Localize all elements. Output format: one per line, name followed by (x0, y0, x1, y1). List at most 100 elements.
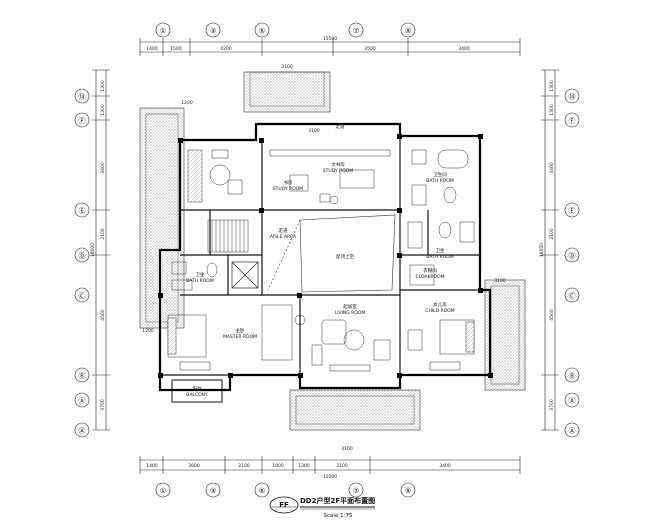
svg-text:⑭: ⑭ (569, 93, 576, 101)
svg-text:Ⓐ: Ⓐ (569, 427, 576, 435)
top-axis-bubbles (155, 22, 416, 38)
svg-text:3100: 3100 (281, 64, 293, 70)
living-furniture (294, 314, 391, 372)
top-dimension-1: 1400 (146, 46, 158, 52)
left-axis-labels: ⑭ Ⓕ Ⓔ Ⓓ Ⓒ Ⓑ Ⓐ Ⓐ (79, 93, 86, 435)
svg-text:4500: 4500 (549, 309, 555, 321)
terraces (139, 71, 526, 431)
svg-text:⑦: ⑦ (353, 487, 359, 495)
svg-text:Ⓐ: Ⓐ (79, 397, 86, 405)
top-axis-label-1: ① (160, 27, 166, 35)
top-dimension-3: 4200 (220, 46, 232, 52)
study-furniture (187, 149, 391, 205)
svg-text:1800: 1800 (272, 463, 284, 469)
svg-text:AISLE AREA: AISLE AREA (270, 234, 297, 240)
child-labels: 女儿房 CHILD ROOM (425, 301, 454, 314)
top-dimension-5: 3400 (458, 46, 470, 52)
svg-text:1300: 1300 (549, 80, 555, 92)
svg-text:Ⓒ: Ⓒ (79, 292, 86, 300)
svg-text:2100: 2100 (549, 228, 555, 240)
svg-text:Ⓑ: Ⓑ (569, 372, 576, 380)
top-total-dimension: 15500 (323, 36, 337, 42)
elevator (231, 261, 259, 289)
svg-text:1300: 1300 (549, 104, 555, 116)
svg-text:1300: 1300 (100, 104, 106, 116)
svg-text:3400: 3400 (439, 463, 451, 469)
svg-text:书房: 书房 (284, 179, 293, 186)
bottom-axis-bubbles (155, 482, 416, 498)
svg-text:1300: 1300 (100, 80, 106, 92)
svg-text:18000: 18000 (539, 243, 545, 257)
svg-text:BALCONY: BALCONY (186, 392, 208, 398)
svg-text:CHILD ROOM: CHILD ROOM (425, 308, 454, 314)
svg-text:卫生间: 卫生间 (433, 171, 447, 178)
top-axis-label-3: ⑤ (259, 27, 265, 35)
top-axis-label-2: ③ (210, 27, 216, 35)
svg-text:4500: 4500 (100, 309, 106, 321)
bath-mid-fixtures (407, 221, 475, 286)
svg-text:2100: 2100 (238, 463, 250, 469)
right-dimension-labels: 1300 1300 3400 2100 4500 3700 18000 (539, 80, 555, 411)
svg-text:CLOAKROOM: CLOAKROOM (415, 274, 444, 280)
svg-text:Ⓕ: Ⓕ (79, 117, 86, 125)
svg-text:Ⓒ: Ⓒ (569, 292, 576, 300)
top-dimension-chain (139, 38, 521, 56)
svg-text:走道: 走道 (279, 227, 288, 234)
svg-text:BATH ROOM: BATH ROOM (426, 178, 454, 184)
balcony (171, 379, 223, 403)
svg-text:③: ③ (210, 487, 216, 495)
void-label: 屋顶上空 (336, 253, 354, 260)
study-labels: 文书房 STUDY ROOM 书房 STUDY ROOM (273, 161, 354, 192)
aisle-labels: 走道 AISLE AREA (270, 227, 297, 240)
bottom-axis-labels: ① ③ ⑤ ⑦ ⑨ (160, 487, 411, 495)
stair (207, 219, 249, 253)
svg-text:1400: 1400 (146, 463, 158, 469)
top-dimension-4: 3500 (364, 46, 376, 52)
interior-walls (160, 136, 480, 376)
bottom-dimension-labels: 1400 3600 2100 1800 1300 3100 3400 15500 (146, 463, 451, 480)
bath-top-fixtures (411, 149, 469, 206)
svg-text:STUDY ROOM: STUDY ROOM (273, 186, 304, 192)
svg-text:主卧: 主卧 (236, 327, 245, 334)
bath-left-labels: 卫生 BATH ROOM (186, 271, 214, 284)
svg-text:⑨: ⑨ (405, 487, 411, 495)
master-furniture (167, 304, 293, 371)
svg-text:阳台: 阳台 (193, 385, 202, 392)
right-axis-labels: ⑭ Ⓕ Ⓔ Ⓓ Ⓒ Ⓑ Ⓐ Ⓐ (569, 93, 576, 435)
child-furniture (407, 319, 475, 371)
left-dimension-labels: 1300 1300 3400 2100 4500 3700 18000 (90, 80, 106, 411)
corridor-label: 走道 (336, 123, 345, 130)
bath-left-fixtures (171, 261, 218, 291)
svg-text:衣帽间: 衣帽间 (423, 267, 437, 274)
master-labels: 主卧 MASTER ROOM (223, 327, 257, 340)
svg-text:BATH ROOM: BATH ROOM (186, 278, 214, 284)
top-axis-label-4: ⑦ (353, 27, 359, 35)
svg-text:3100: 3100 (494, 278, 506, 284)
top-axis-label-5: ⑨ (405, 27, 411, 35)
svg-text:15500: 15500 (323, 474, 337, 480)
svg-text:1200: 1200 (142, 328, 154, 334)
svg-text:3400: 3400 (549, 162, 555, 174)
svg-text:3100: 3100 (336, 463, 348, 469)
svg-text:女儿房: 女儿房 (433, 301, 447, 308)
svg-text:3100: 3100 (308, 128, 320, 134)
bath-top-labels: 卫生间 BATH ROOM (426, 171, 454, 184)
right-dimension-chain (541, 69, 559, 431)
svg-text:文书房: 文书房 (331, 161, 345, 168)
drawing-title: DD2户型2F平面布置图 (300, 496, 375, 505)
svg-text:⑭: ⑭ (79, 93, 86, 101)
svg-text:Ⓓ: Ⓓ (79, 252, 86, 260)
svg-text:1200: 1200 (181, 100, 193, 106)
balcony-labels: 阳台 BALCONY (186, 385, 208, 398)
bottom-dimension-chain (139, 456, 521, 474)
svg-text:Ⓑ: Ⓑ (79, 372, 86, 380)
svg-text:1300: 1300 (298, 463, 310, 469)
svg-text:MASTER ROOM: MASTER ROOM (223, 334, 257, 340)
svg-text:Ⓔ: Ⓔ (79, 207, 86, 215)
svg-text:3700: 3700 (549, 399, 555, 411)
svg-text:BATH ROOM: BATH ROOM (426, 254, 454, 260)
svg-text:①: ① (160, 487, 166, 495)
columns (158, 134, 493, 378)
svg-text:3700: 3700 (100, 399, 106, 411)
